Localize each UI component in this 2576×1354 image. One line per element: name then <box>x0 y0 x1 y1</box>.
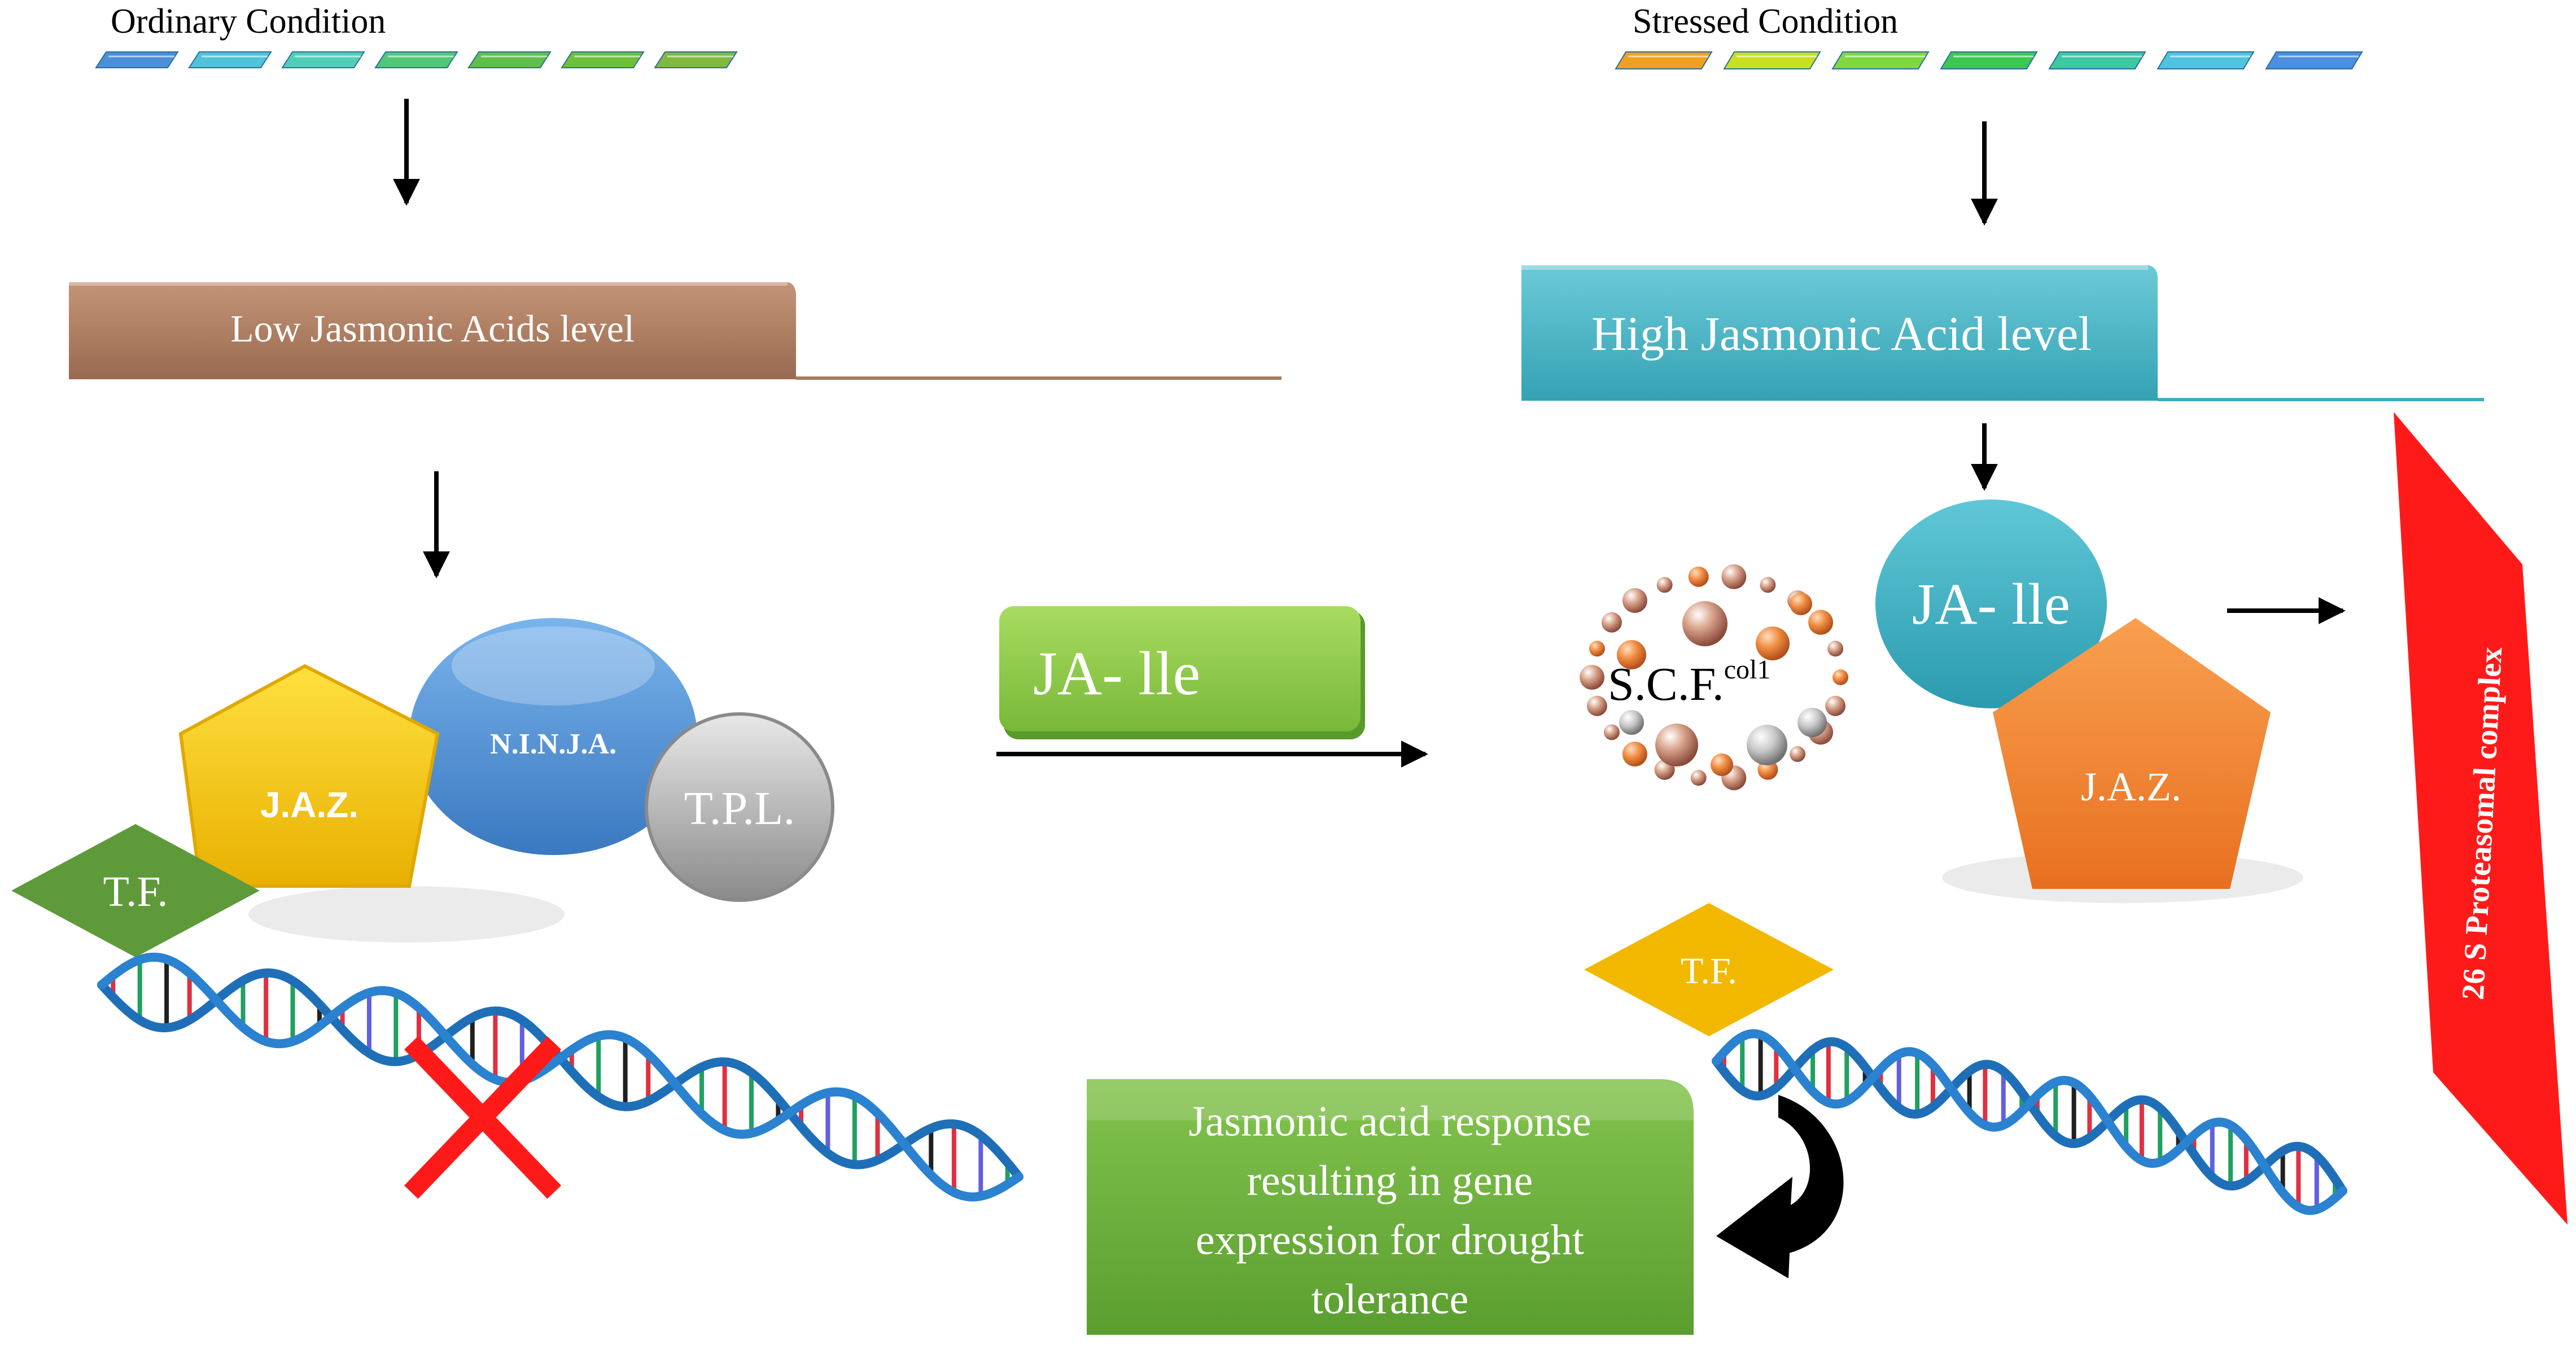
dna-left-strand-1 <box>97 968 1024 1181</box>
scf-particle <box>1808 610 1834 635</box>
scf-particle <box>1790 746 1806 763</box>
dna-left-strand-2 <box>97 952 1024 1202</box>
scf-particle <box>1656 577 1673 593</box>
stressed-bar-segment-2 <box>1723 51 1821 69</box>
scf-particle <box>1622 742 1647 767</box>
stressed-bar-segment-4 <box>1940 51 2038 69</box>
scf-particle <box>1721 564 1747 589</box>
ordinary-condition-title: Ordinary Condition <box>111 2 386 41</box>
response-line-3: expression for drought <box>1196 1216 1584 1264</box>
stressed-condition-title: Stressed Condition <box>1633 2 1898 41</box>
scf-complex-particles <box>1580 564 1848 791</box>
low-ja-level-label: Low Jasmonic Acids level <box>230 307 635 350</box>
ordinary-bar-segment-3 <box>281 51 365 68</box>
curved-arrow-response <box>1716 1095 1844 1278</box>
response-line-1: Jasmonic acid response <box>1188 1098 1591 1145</box>
tf-label-left: T.F. <box>103 868 168 915</box>
dna-right-strand-2 <box>1712 1029 2347 1215</box>
scf-particle <box>1619 710 1644 735</box>
stressed-condition-bar <box>1615 51 2363 69</box>
stressed-bar-segment-7 <box>2265 51 2363 69</box>
low-ja-level-banner: Low Jasmonic Acids level <box>69 282 1282 380</box>
high-ja-level-label: High Jasmonic Acid level <box>1591 306 2092 361</box>
scf-particle <box>1747 725 1787 765</box>
ninja-ellipse: N.I.N.J.A. <box>409 618 697 855</box>
ordinary-condition-bar <box>95 51 738 68</box>
tpl-label: T.P.L. <box>684 782 795 835</box>
scf-particle <box>1617 640 1646 669</box>
scf-particle <box>1756 626 1790 660</box>
tf-diamond-right: T.F. <box>1584 903 1834 1036</box>
scf-particle <box>1603 724 1620 740</box>
ja-ile-circle: JA- lle <box>1870 494 2113 714</box>
ja-ile-circle-label: JA- lle <box>1912 572 2070 637</box>
scf-particle <box>1832 669 1848 685</box>
scf-particle <box>1690 770 1707 786</box>
scf-particle <box>1601 612 1622 633</box>
ordinary-bar-segment-1 <box>95 51 179 68</box>
stressed-bar-segment-6 <box>2157 51 2255 69</box>
scf-particle <box>1797 708 1827 737</box>
scf-particle <box>1827 641 1844 657</box>
scf-particle <box>1760 577 1776 593</box>
scf-particle <box>1655 724 1698 766</box>
high-ja-level-banner: High Jasmonic Acid level <box>1521 265 2484 401</box>
jaz-pentagon-left: J.A.Z. <box>178 664 440 888</box>
tpl-circle: T.P.L. <box>645 712 834 902</box>
left-repressor-complex: N.I.N.J.A. T.P.L. J.A.Z. T.F. <box>11 618 834 957</box>
scf-label: S.C.F.col1 <box>1608 655 1770 711</box>
scf-particle <box>1688 566 1709 587</box>
jaz-label-left: J.A.Z. <box>260 785 358 825</box>
ja-ile-box: JA- lle <box>999 606 1365 739</box>
stressed-bar-segment-5 <box>2048 51 2146 69</box>
scf-particle <box>1586 695 1607 716</box>
tf-label-right: T.F. <box>1681 950 1737 992</box>
scf-particle <box>1711 753 1733 776</box>
scf-particle <box>1589 641 1605 657</box>
ordinary-bar-segment-5 <box>467 51 552 68</box>
jaz-pentagon-right: J.A.Z. <box>1942 618 2303 903</box>
scf-particle <box>1580 665 1604 690</box>
ordinary-bar-segment-6 <box>561 51 645 68</box>
scf-particle <box>1622 588 1647 613</box>
scf-particle <box>1825 695 1846 716</box>
ninja-label: N.I.N.J.A. <box>490 728 616 760</box>
proteasome-complex: 26 S Proteasomal complex <box>2394 412 2568 1225</box>
jaz-label-right: J.A.Z. <box>2081 764 2181 809</box>
scf-particle <box>1682 601 1727 646</box>
stressed-bar-segment-3 <box>1831 51 1930 69</box>
tf-diamond-left: T.F. <box>11 824 260 957</box>
scf-particle <box>1790 593 1812 615</box>
response-line-2: resulting in gene <box>1247 1157 1533 1204</box>
blocked-cross <box>404 1036 562 1199</box>
ordinary-bar-segment-7 <box>654 51 738 68</box>
response-box: Jasmonic acid response resulting in gene… <box>1087 1079 1694 1335</box>
response-line-4: tolerance <box>1311 1276 1468 1323</box>
stressed-bar-segment-1 <box>1615 51 1713 69</box>
ordinary-bar-segment-2 <box>188 51 272 68</box>
dna-helix-right <box>1712 1029 2347 1215</box>
dna-helix-left <box>97 952 1024 1202</box>
ordinary-bar-segment-4 <box>374 51 458 68</box>
ja-ile-box-label: JA- lle <box>1033 639 1200 708</box>
